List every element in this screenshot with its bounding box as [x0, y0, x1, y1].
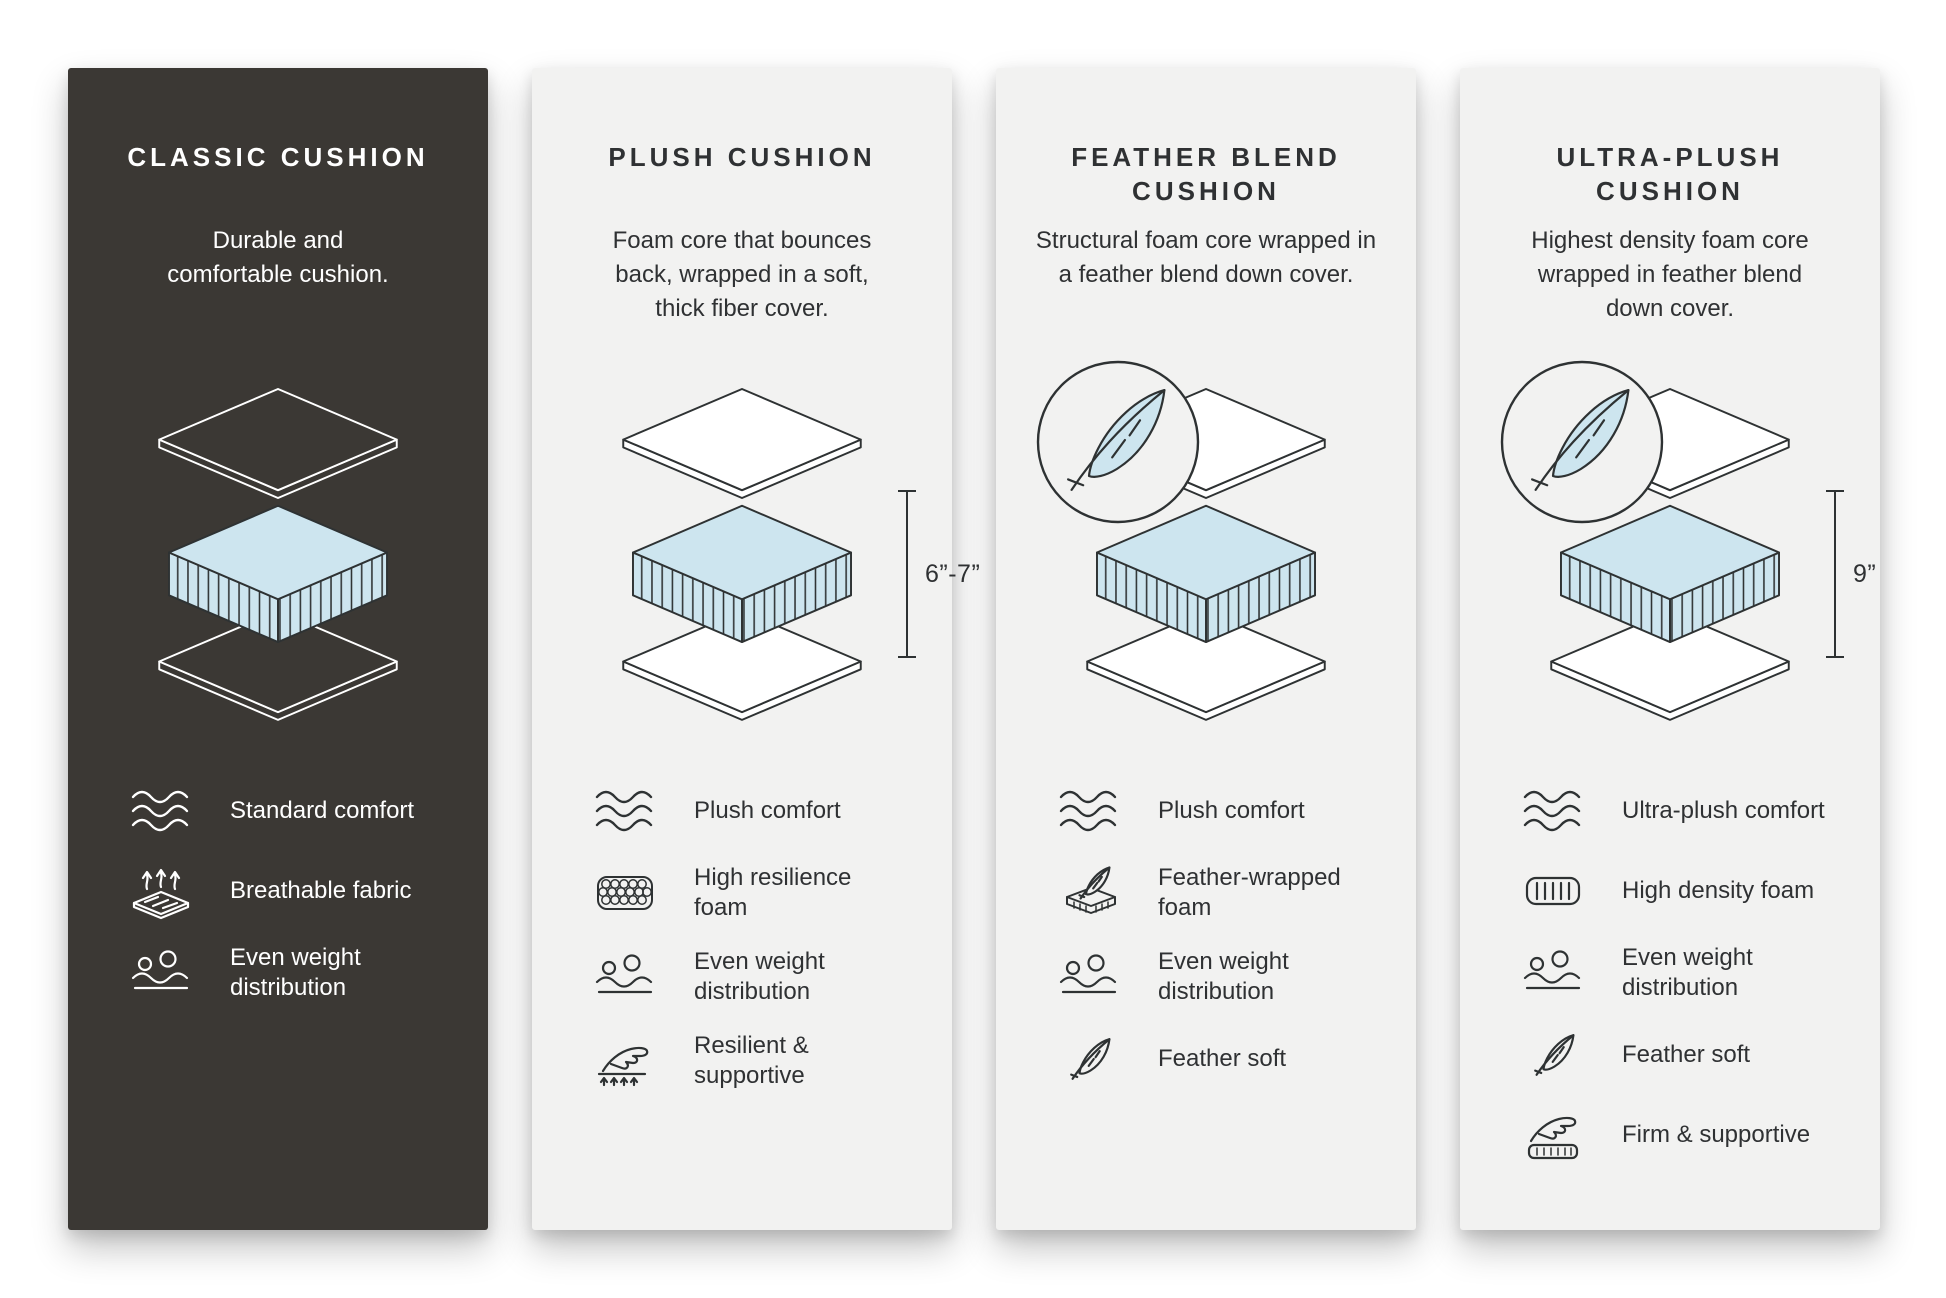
feature-label: Even weight distribution: [694, 948, 825, 1005]
feature-row: Breathable fabric: [124, 863, 458, 919]
feather-foam-icon: [1052, 865, 1126, 921]
feature-row: Ultra-plush comfort: [1516, 783, 1850, 839]
wave-comfort-icon: [124, 783, 198, 839]
feature-label: Feather-wrapped foam: [1158, 864, 1341, 921]
feature-row: Even weight distribution: [1516, 943, 1850, 1003]
feature-row: High density foam: [1516, 863, 1850, 919]
panel-title: ULTRA-PLUSH CUSHION: [1556, 142, 1784, 207]
cushion-layers-diagram: [98, 330, 458, 775]
even-weight-icon: [124, 945, 198, 1001]
feature-label: High density foam: [1622, 877, 1815, 904]
panel-plush-cushion: PLUSH CUSHION Foam core that bounces bac…: [532, 68, 980, 1230]
feature-label: Ultra-plush comfort: [1622, 797, 1825, 824]
feature-label: High resilience foam: [694, 864, 852, 921]
feature-row: Feather-wrapped foam: [1052, 863, 1386, 923]
panel-classic-cushion: CLASSIC CUSHION Durable and comfortable …: [68, 68, 488, 1230]
feature-list: Plush comfort High resilience foam: [562, 783, 922, 1091]
resilient-hand-icon: [588, 1033, 662, 1089]
feature-row: Resilient & supportive: [588, 1031, 922, 1091]
panel-title: CLASSIC CUSHION: [127, 142, 429, 172]
cushion-illustration: [596, 381, 888, 724]
feature-label: Resilient & supportive: [694, 1032, 809, 1089]
wave-comfort-icon: [1052, 783, 1126, 839]
panel-description: Durable and comfortable cushion.: [167, 227, 389, 289]
measurement-value: 9”: [1853, 559, 1877, 588]
feature-row: High resilience foam: [588, 863, 922, 923]
feature-list: Standard comfort Breathable fabric: [98, 783, 458, 1003]
panel-ultra-plush-cushion: ULTRA-PLUSH CUSHION Highest density foam…: [1460, 68, 1880, 1230]
feature-row: Plush comfort: [1052, 783, 1386, 839]
measurement-value: 6”-7”: [925, 559, 981, 588]
feature-list: Plush comfort Feather-wrapped foam: [1026, 783, 1386, 1087]
measure-line-icon: [1826, 490, 1844, 658]
cushion-layers-diagram: 9”: [1490, 330, 1876, 775]
feature-label: Firm & supportive: [1622, 1121, 1811, 1148]
feature-label: Breathable fabric: [230, 877, 412, 904]
feather-badge: [1032, 356, 1204, 528]
feature-row: Even weight distribution: [588, 947, 922, 1007]
feature-row: Even weight distribution: [124, 943, 458, 1003]
feature-row: Feather soft: [1052, 1031, 1386, 1087]
feather-icon: [1052, 1031, 1126, 1087]
cushion-illustration: [132, 381, 424, 724]
feature-label: Feather soft: [1622, 1041, 1751, 1068]
feature-label: Even weight distribution: [1158, 948, 1289, 1005]
feature-row: Even weight distribution: [1052, 947, 1386, 1007]
feature-label: Standard comfort: [230, 797, 415, 824]
density-foam-icon: [1516, 863, 1590, 919]
feature-row: Feather soft: [1516, 1027, 1850, 1083]
cushion-layers-diagram: [1026, 330, 1386, 775]
even-weight-icon: [1516, 945, 1590, 1001]
panel-feather-blend-cushion: FEATHER BLEND CUSHION Structural foam co…: [996, 68, 1416, 1230]
feature-label: Plush comfort: [694, 797, 841, 824]
feature-row: Firm & supportive: [1516, 1107, 1850, 1163]
feature-label: Feather soft: [1158, 1045, 1287, 1072]
panel-description: Foam core that bounces back, wrapped in …: [612, 227, 872, 323]
feather-circle-icon: [1500, 360, 1664, 524]
panel-description: Highest density foam core wrapped in fea…: [1531, 227, 1809, 323]
resilience-foam-icon: [588, 865, 662, 921]
feather-badge: [1496, 356, 1668, 528]
feature-row: Plush comfort: [588, 783, 922, 839]
feature-label: Plush comfort: [1158, 797, 1305, 824]
firm-hand-icon: [1516, 1107, 1590, 1163]
height-measurement: 6”-7”: [896, 488, 980, 660]
cushion-layers-diagram: 6”-7”: [562, 330, 980, 775]
feature-row: Standard comfort: [124, 783, 458, 839]
feather-icon: [1516, 1027, 1590, 1083]
feature-list: Ultra-plush comfort High density foam: [1490, 783, 1850, 1163]
feature-label: Even weight distribution: [230, 944, 361, 1001]
even-weight-icon: [588, 949, 662, 1005]
height-measurement: 9”: [1824, 488, 1876, 660]
wave-comfort-icon: [588, 783, 662, 839]
panel-description: Structural foam core wrapped in a feathe…: [1035, 227, 1377, 289]
measure-line-icon: [898, 490, 916, 658]
breathable-fabric-icon: [124, 863, 198, 919]
feather-circle-icon: [1036, 360, 1200, 524]
panel-title: PLUSH CUSHION: [608, 142, 876, 172]
even-weight-icon: [1052, 949, 1126, 1005]
wave-comfort-icon: [1516, 783, 1590, 839]
panel-title: FEATHER BLEND CUSHION: [1071, 142, 1341, 207]
feature-label: Even weight distribution: [1622, 944, 1753, 1001]
